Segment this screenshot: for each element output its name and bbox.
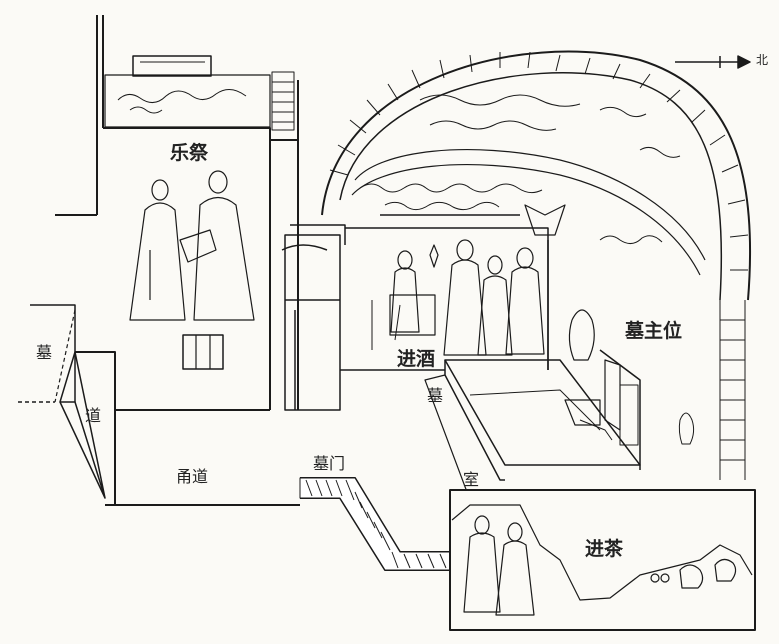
- compass-north-label: 北: [756, 53, 769, 67]
- label-dao-left: 道: [85, 406, 102, 425]
- label-yongdao: 甬道: [176, 467, 209, 486]
- right-wall: [547, 240, 746, 480]
- north-arrow-icon: [675, 55, 751, 69]
- label-mu-left: 墓: [36, 343, 53, 362]
- label-muzhuwei: 墓主位: [625, 320, 683, 342]
- label-shi: 室: [463, 470, 480, 489]
- label-jincha: 进茶: [585, 538, 624, 560]
- back-wall: [340, 227, 549, 371]
- tea-panel: [449, 489, 756, 631]
- door-threshold: [299, 477, 451, 571]
- label-jinjiu: 进酒: [397, 348, 436, 370]
- left-wall: [55, 15, 299, 410]
- label-mu-right: 墓: [427, 386, 444, 405]
- vault-arch: [321, 50, 752, 301]
- door-pillar: [281, 224, 346, 411]
- label-mumen: 墓门: [313, 454, 346, 473]
- coffin-platform: [424, 359, 641, 501]
- label-yueji: 乐祭: [170, 142, 209, 164]
